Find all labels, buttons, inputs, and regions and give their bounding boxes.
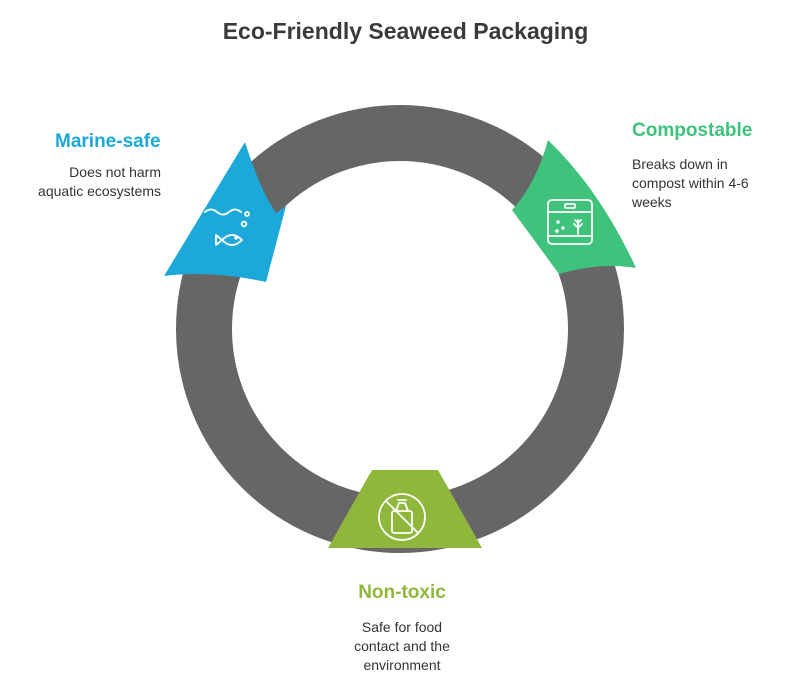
non-toxic-label: Non-toxic <box>358 582 446 603</box>
description-line: aquatic ecosystems <box>38 183 161 199</box>
description-line: environment <box>363 657 441 673</box>
description-line: Does not harm <box>69 164 161 180</box>
compost-bin-icon <box>547 199 593 245</box>
description-line: weeks <box>632 194 672 210</box>
marine-safe-label: Marine-safe <box>55 131 161 152</box>
page-title: Eco-Friendly Seaweed Packaging <box>222 18 589 44</box>
description-line: Breaks down in <box>632 156 728 172</box>
marine-safe-description: Does not harm aquatic ecosystems <box>38 163 161 201</box>
description-line: compost within 4-6 <box>632 175 749 191</box>
description-line: Safe for food <box>361 619 443 635</box>
compost-arrow <box>512 140 636 274</box>
compostable-label: Compostable <box>632 120 753 141</box>
marine-arrow <box>164 142 286 282</box>
compostable-description: Breaks down in compost within 4-6 weeks <box>632 155 749 212</box>
description-line: contact and the <box>354 638 450 654</box>
fish-in-water-icon <box>204 208 250 246</box>
non-toxic-description: Safe for food contact and the environmen… <box>300 618 504 675</box>
nontoxic-arrow <box>328 470 482 548</box>
no-bottle-icon <box>378 493 426 541</box>
